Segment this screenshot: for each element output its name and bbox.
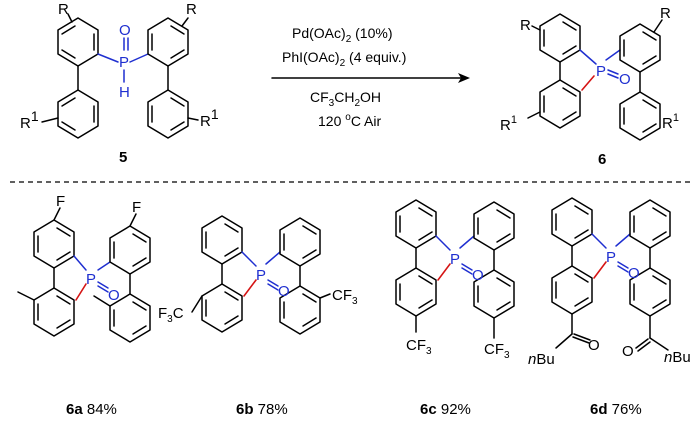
6d-o-carbonyl-left: O [588,337,600,354]
caption-6c: 6c 92% [420,401,471,418]
product-6c-structure [395,199,515,339]
product-r1-left: R1 [500,114,517,134]
reactant-r-left: R [58,1,69,18]
6b-f3c-group: F3C [158,305,184,325]
product-6b-structure [191,215,331,335]
reactant-o-atom: O [119,22,131,39]
reactant-r1-left: R1 [20,108,39,132]
product-6a-structure [17,207,151,343]
condition-catalyst: Pd(OAc)2 (10%) [292,25,392,45]
6a-f-atom-right: F [132,199,141,216]
product-r-right: R [660,5,671,22]
6c-o-atom: O [472,267,484,284]
product-label: 6 [598,151,606,168]
6c-cf3-left: CF3 [406,337,432,357]
reactant-5-structure [41,13,199,139]
reactant-r1-right: R1 [200,106,219,130]
6d-o-atom: O [628,265,640,282]
6b-cf3-group: CF3 [332,287,358,307]
6d-nbu-left: nBu [528,351,555,368]
6b-o-atom: O [278,283,290,300]
6a-p-atom: P [86,271,96,288]
reactant-label: 5 [119,149,127,166]
6d-nbu-right: nBu [664,349,691,366]
6c-cf3-right: CF3 [484,341,510,361]
condition-temperature: 120 oC Air [318,112,381,129]
6d-o-carbonyl-right: O [622,343,634,360]
condition-oxidant: PhI(OAc)2 (4 equiv.) [282,49,406,69]
product-o-atom: O [619,71,631,88]
caption-6d: 6d 76% [590,401,642,418]
6a-o-atom: O [108,287,120,304]
reactant-p-atom: P [119,54,129,71]
product-6d-structure [551,197,671,352]
condition-solvent: CF3CH2OH [310,89,381,109]
6d-p-atom: P [606,249,616,266]
reactant-h-atom: H [119,84,130,101]
caption-6b: 6b 78% [236,401,288,418]
product-6-structure [527,13,663,141]
caption-6a: 6a 84% [66,401,117,418]
6b-p-atom: P [256,267,266,284]
reactant-r-right: R [186,1,197,18]
product-p-atom: P [596,63,606,80]
6c-p-atom: P [450,251,460,268]
product-r1-right: R1 [662,112,679,132]
6a-f-atom-left: F [56,193,65,210]
product-r: R [520,17,531,34]
reaction-arrowhead [458,73,470,83]
